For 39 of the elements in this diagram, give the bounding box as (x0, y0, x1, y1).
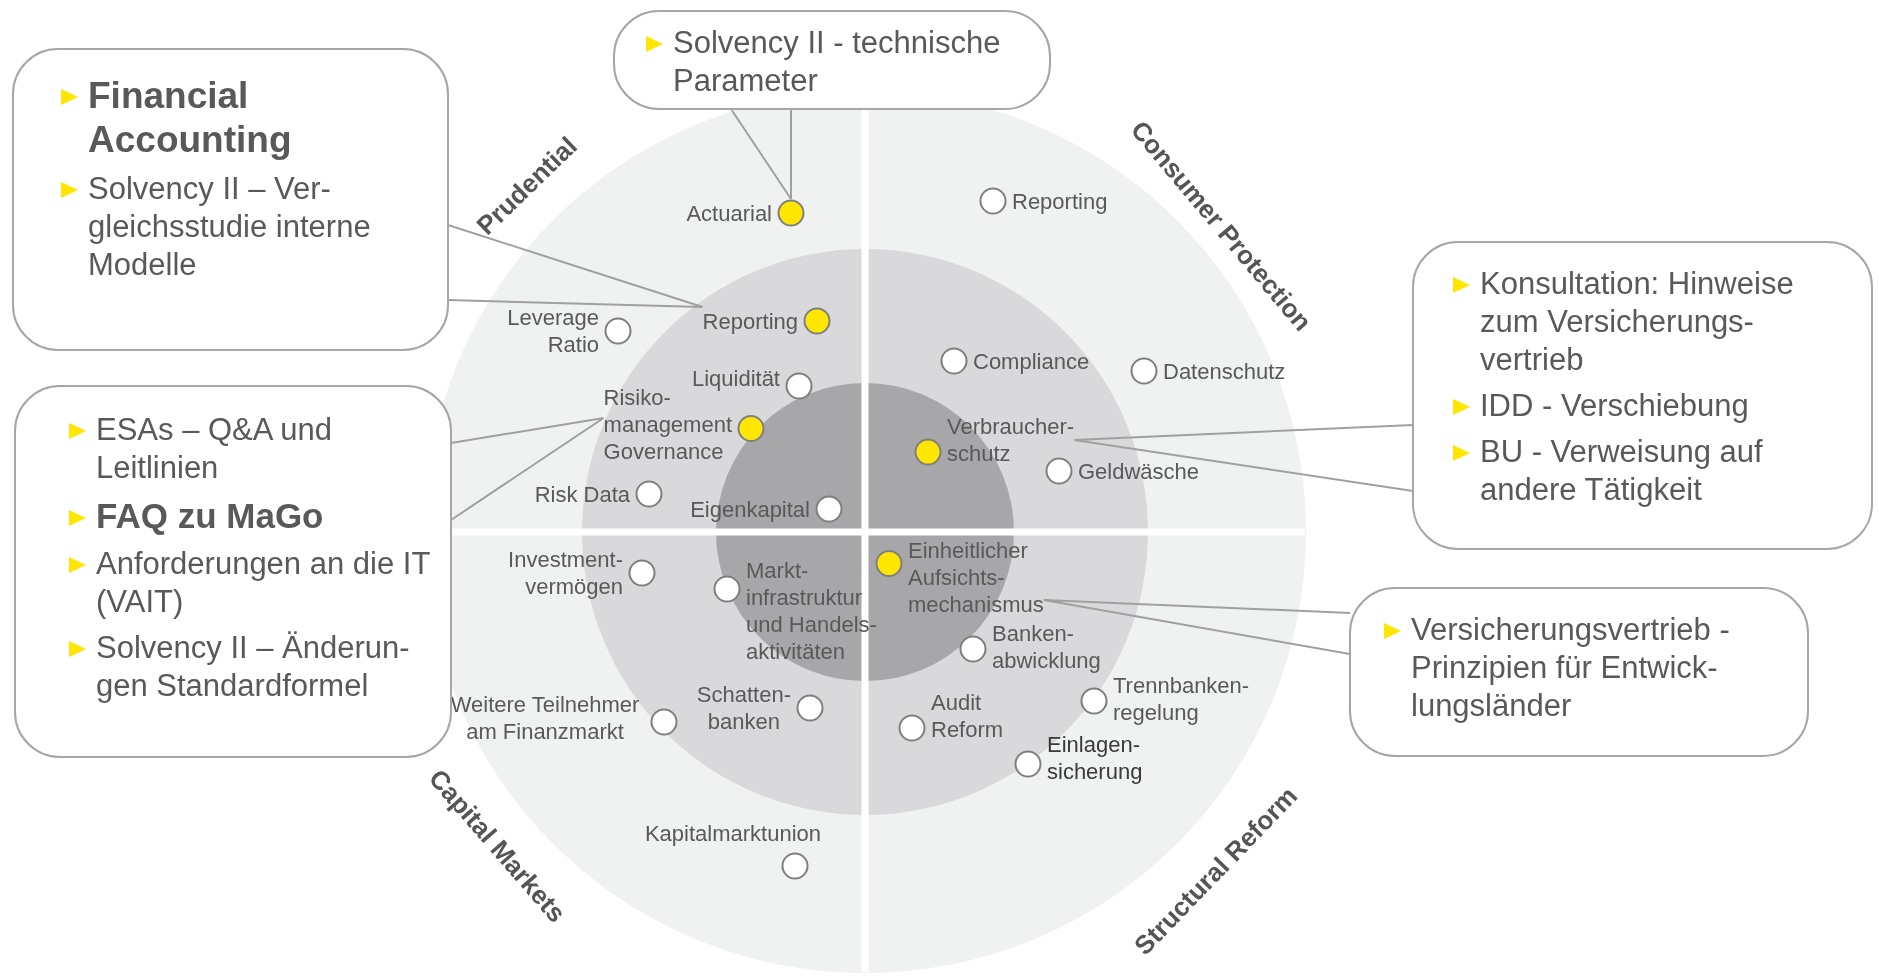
callout-text: Anforderungen an die IT (VAIT) (96, 545, 430, 621)
item-label: Leverage Ratio (507, 304, 599, 358)
callout-pointer (1073, 424, 1414, 492)
item-label: Reporting (1012, 187, 1108, 215)
callout-text: Solvency II – Ver- gleichsstudie interne Modelle (88, 170, 372, 284)
callout-box (12, 48, 449, 351)
item-label: Einheitlicher Aufsichts- mechanismus (908, 536, 1044, 618)
item-label: Audit Reform (931, 689, 1004, 743)
callout-pointer (450, 417, 605, 521)
callout-text: ESAs – Q&A und Leitlinien (96, 411, 334, 487)
callout-text: Versicherungsvertrieb - Prinzipien für Entwick- lungsländer (1411, 611, 1731, 725)
callout-pointer (730, 108, 792, 200)
callout-heading: FAQ zu MaGo (96, 495, 325, 537)
item-label: Geldwäsche (1078, 457, 1200, 485)
item-label: Investment- vermögen (508, 546, 623, 600)
item-label: Kapitalmarktunion (644, 820, 821, 847)
item-label: Banken- abwicklung (992, 620, 1101, 674)
item-label: Weitere Teilnehmer am Finanzmarkt (449, 691, 641, 745)
callout-text: Solvency II - technische Parameter (673, 24, 1002, 100)
callout-text: Konsultation: Hinweise zum Versicherungs- vertrieb (1480, 265, 1795, 379)
callout-pointer (1042, 599, 1351, 655)
callout-box (1412, 241, 1873, 550)
item-label: Verbraucher- schutz (947, 413, 1075, 467)
item-label: Actuarial (686, 199, 772, 227)
callout-pointer (447, 224, 704, 308)
item-label: Reporting (702, 307, 798, 335)
item-label: Eigenkapital (690, 495, 810, 523)
callout-text: Solvency II – Änderun- gen Standardformel (96, 629, 411, 705)
item-label: Trennbanken- regelung (1113, 672, 1250, 726)
item-label: Einlagen- sicherung (1047, 731, 1143, 785)
callout-box (14, 385, 452, 758)
item-label: Schatten- banken (696, 681, 791, 735)
item-label: Compliance (973, 347, 1090, 375)
callout-text: BU - Verweisung auf andere Tätigkeit (1480, 433, 1764, 509)
item-label: Datenschutz (1163, 357, 1286, 385)
item-label: Risk Data (534, 480, 630, 508)
callout-heading: Financial Accounting (88, 74, 293, 162)
callout-text: IDD - Verschiebung (1480, 387, 1750, 425)
callout-box (1349, 587, 1809, 757)
